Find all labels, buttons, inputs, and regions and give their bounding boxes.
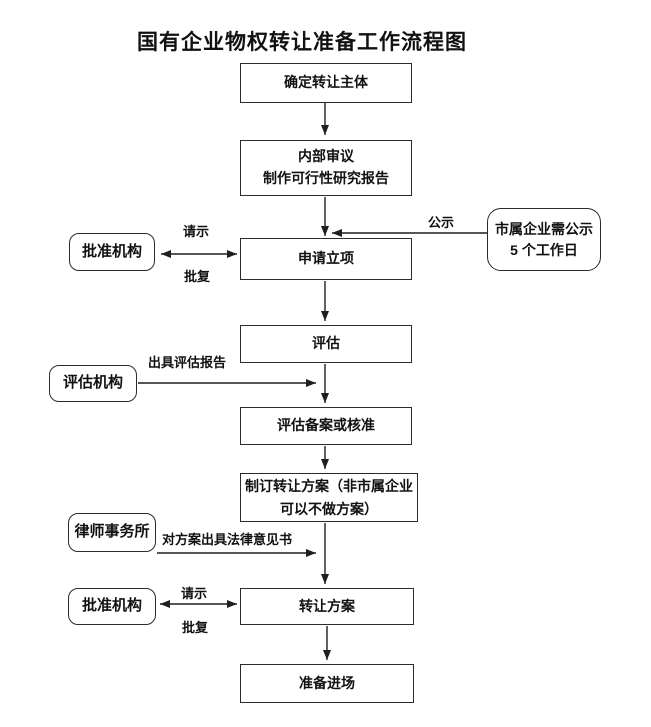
side-node-approval-agency-lower: 批准机构 xyxy=(68,588,156,625)
flow-box-determine-transfer-subject: 确定转让主体 xyxy=(240,63,412,103)
side-node-approval-agency-upper: 批准机构 xyxy=(69,233,155,271)
flow-box-label: 确定转让主体 xyxy=(284,74,368,91)
edge-label-request-lower: 请示 xyxy=(180,586,207,601)
side-node-label: 批准机构 xyxy=(81,242,142,260)
flow-box-label: 转让方案 xyxy=(299,597,355,614)
side-node-label: 市属企业需公示 xyxy=(495,220,593,237)
side-node-label: 律师事务所 xyxy=(74,523,150,541)
flow-box-apply-for-project: 申请立项 xyxy=(240,238,412,280)
flow-box-label: 评估备案或核准 xyxy=(277,417,375,434)
flow-box-draft-transfer-plan: 制订转让方案（非市属企业 可以不做方案） xyxy=(240,473,418,522)
side-node-law-firm: 律师事务所 xyxy=(68,513,156,552)
edge-label-evaluation-report: 出具评估报告 xyxy=(147,355,226,370)
flow-box-evaluation: 评估 xyxy=(240,325,412,363)
side-node-evaluation-agency: 评估机构 xyxy=(49,365,137,402)
flow-box-label: 评估 xyxy=(312,335,340,352)
edge-label-request-upper: 请示 xyxy=(182,224,209,239)
side-node-municipal-notice: 市属企业需公示 5 个工作日 xyxy=(487,208,601,271)
flow-box-label: 内部审议 xyxy=(298,148,354,165)
flow-box-evaluation-filing-approval: 评估备案或核准 xyxy=(240,407,412,445)
edge-label-reply-upper: 批复 xyxy=(183,269,210,284)
edge-label-public-notice: 公示 xyxy=(427,215,454,230)
page-title: 国有企业物权转让准备工作流程图 xyxy=(137,31,467,54)
flow-box-label: 可以不做方案） xyxy=(280,500,378,517)
flow-box-label: 申请立项 xyxy=(298,250,354,267)
edge-label-legal-opinion: 对方案出具法律意见书 xyxy=(161,532,292,547)
edge-label-reply-lower: 批复 xyxy=(181,620,208,635)
flow-box-label: 制作可行性研究报告 xyxy=(263,170,389,186)
flow-box-label: 准备进场 xyxy=(299,674,355,691)
flow-box-transfer-plan: 转让方案 xyxy=(240,588,414,625)
flow-box-prepare-entry: 准备进场 xyxy=(240,664,414,703)
flow-box-label: 制订转让方案（非市属企业 xyxy=(245,478,413,495)
side-node-label: 5 个工作日 xyxy=(510,241,578,258)
flow-box-internal-review: 内部审议 制作可行性研究报告 xyxy=(240,140,412,196)
side-node-label: 评估机构 xyxy=(62,374,123,392)
side-node-label: 批准机构 xyxy=(81,597,142,615)
